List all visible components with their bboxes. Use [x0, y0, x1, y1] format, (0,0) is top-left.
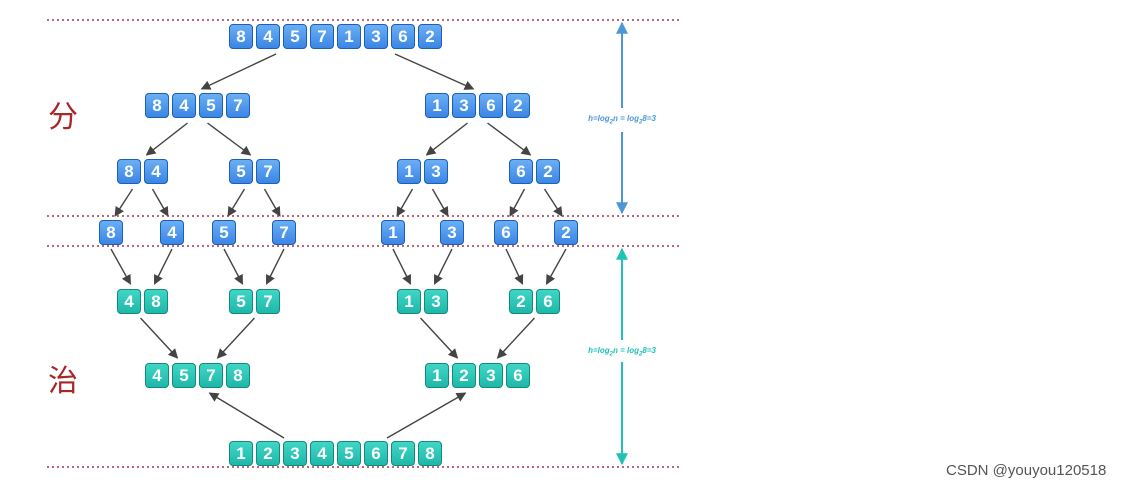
merge-level3-group-0-cell: 2: [256, 441, 280, 466]
split-level1-group-1-cell: 6: [479, 93, 503, 118]
merge-level3-group-0-cell: 1: [229, 441, 253, 466]
split-level2-group-2-cell: 1: [397, 159, 421, 184]
split-level0-group-0-cell: 5: [283, 24, 307, 49]
merge-arrow: [392, 248, 412, 285]
merge-level3-group-0-cell: 4: [310, 441, 334, 466]
merge-level2-group-1-cell: 6: [506, 363, 530, 388]
merge-level3-group-0-cell: 5: [337, 441, 361, 466]
split-level1-group-0-cell: 8: [145, 93, 169, 118]
split-level3-group-1-cell: 4: [160, 220, 184, 245]
split-level3-group-5-cell: 3: [440, 220, 464, 245]
split-level2-group-3-cell: 6: [509, 159, 533, 184]
merge-arrow: [505, 248, 524, 285]
merge-level1-group-2-cell: 1: [397, 289, 421, 314]
merge-arrow: [496, 317, 536, 359]
split-arrow: [227, 188, 246, 217]
divide-label: 分: [48, 100, 78, 135]
split-level0-group-0-cell: 4: [256, 24, 280, 49]
merge-arrow: [265, 248, 285, 285]
merge-level3-group-0-cell: 6: [364, 441, 388, 466]
merge-level1-group-0-cell: 4: [117, 289, 141, 314]
watermark: CSDN @youyou120518: [946, 462, 1107, 479]
split-level0-group-0-cell: 7: [310, 24, 334, 49]
split-arrow: [207, 122, 252, 156]
merge-arrow: [153, 248, 173, 285]
split-level0-group-0-cell: 8: [229, 24, 253, 49]
merge-level3-group-0-cell: 7: [391, 441, 415, 466]
merge-level2-group-1-cell: 2: [452, 363, 476, 388]
split-arrow: [263, 188, 281, 217]
merge-level3-group-0-cell: 3: [283, 441, 307, 466]
split-level1-group-0-cell: 7: [226, 93, 250, 118]
split-level2-group-3-cell: 2: [536, 159, 560, 184]
merge-arrow: [386, 392, 467, 439]
merge-level2-group-1-cell: 3: [479, 363, 503, 388]
merge-level3-group-0-cell: 8: [418, 441, 442, 466]
split-arrow: [200, 53, 277, 90]
merge-arrow: [545, 248, 567, 285]
merge-level1-group-0-cell: 8: [144, 289, 168, 314]
split-level1-group-1-cell: 1: [425, 93, 449, 118]
split-level3-group-2-cell: 5: [212, 220, 236, 245]
split-arrow: [543, 188, 563, 217]
split-arrow: [151, 188, 169, 217]
split-level3-group-3-cell: 7: [272, 220, 296, 245]
split-arrow: [487, 122, 532, 156]
merge-arrow: [139, 317, 179, 359]
merge-level1-group-1-cell: 7: [256, 289, 280, 314]
split-level0-group-0-cell: 2: [418, 24, 442, 49]
split-level3-group-6-cell: 6: [494, 220, 518, 245]
split-level1-group-1-cell: 3: [452, 93, 476, 118]
split-level1-group-1-cell: 2: [506, 93, 530, 118]
split-level2-group-1-cell: 7: [256, 159, 280, 184]
merge-level1-group-2-cell: 3: [424, 289, 448, 314]
conquer-label: 治: [48, 364, 78, 399]
merge-level2-group-1-cell: 1: [425, 363, 449, 388]
merge-level2-group-0-cell: 5: [172, 363, 196, 388]
merge-level1-group-3-cell: 6: [536, 289, 560, 314]
merge-level2-group-0-cell: 7: [199, 363, 223, 388]
split-arrow: [425, 122, 468, 156]
merge-arrow: [433, 248, 453, 285]
merge-arrow: [419, 317, 459, 359]
split-level0-group-0-cell: 3: [364, 24, 388, 49]
merge-arrow: [223, 248, 244, 285]
split-level3-group-4-cell: 1: [381, 220, 405, 245]
split-level2-group-2-cell: 3: [424, 159, 448, 184]
split-arrow: [509, 188, 526, 217]
split-arrow: [394, 53, 475, 90]
divide-height-formula: h=log2n = log28=3: [562, 113, 682, 129]
merge-level2-group-0-cell: 4: [145, 363, 169, 388]
split-arrow: [114, 188, 134, 217]
split-level1-group-0-cell: 4: [172, 93, 196, 118]
merge-arrow: [208, 392, 285, 439]
conquer-height-formula: h=log2n = log28=3: [562, 345, 682, 361]
merge-arrow: [110, 248, 132, 285]
split-level0-group-0-cell: 1: [337, 24, 361, 49]
merge-arrow: [216, 317, 256, 359]
split-arrow: [396, 188, 414, 217]
split-level3-group-0-cell: 8: [99, 220, 123, 245]
split-level3-group-7-cell: 2: [554, 220, 578, 245]
split-level0-group-0-cell: 6: [391, 24, 415, 49]
merge-level1-group-1-cell: 5: [229, 289, 253, 314]
split-level1-group-0-cell: 5: [199, 93, 223, 118]
split-arrow: [431, 188, 449, 217]
merge-level1-group-3-cell: 2: [509, 289, 533, 314]
split-arrow: [145, 122, 188, 156]
split-level2-group-0-cell: 4: [144, 159, 168, 184]
split-level2-group-1-cell: 5: [229, 159, 253, 184]
merge-level2-group-0-cell: 8: [226, 363, 250, 388]
split-level2-group-0-cell: 8: [117, 159, 141, 184]
